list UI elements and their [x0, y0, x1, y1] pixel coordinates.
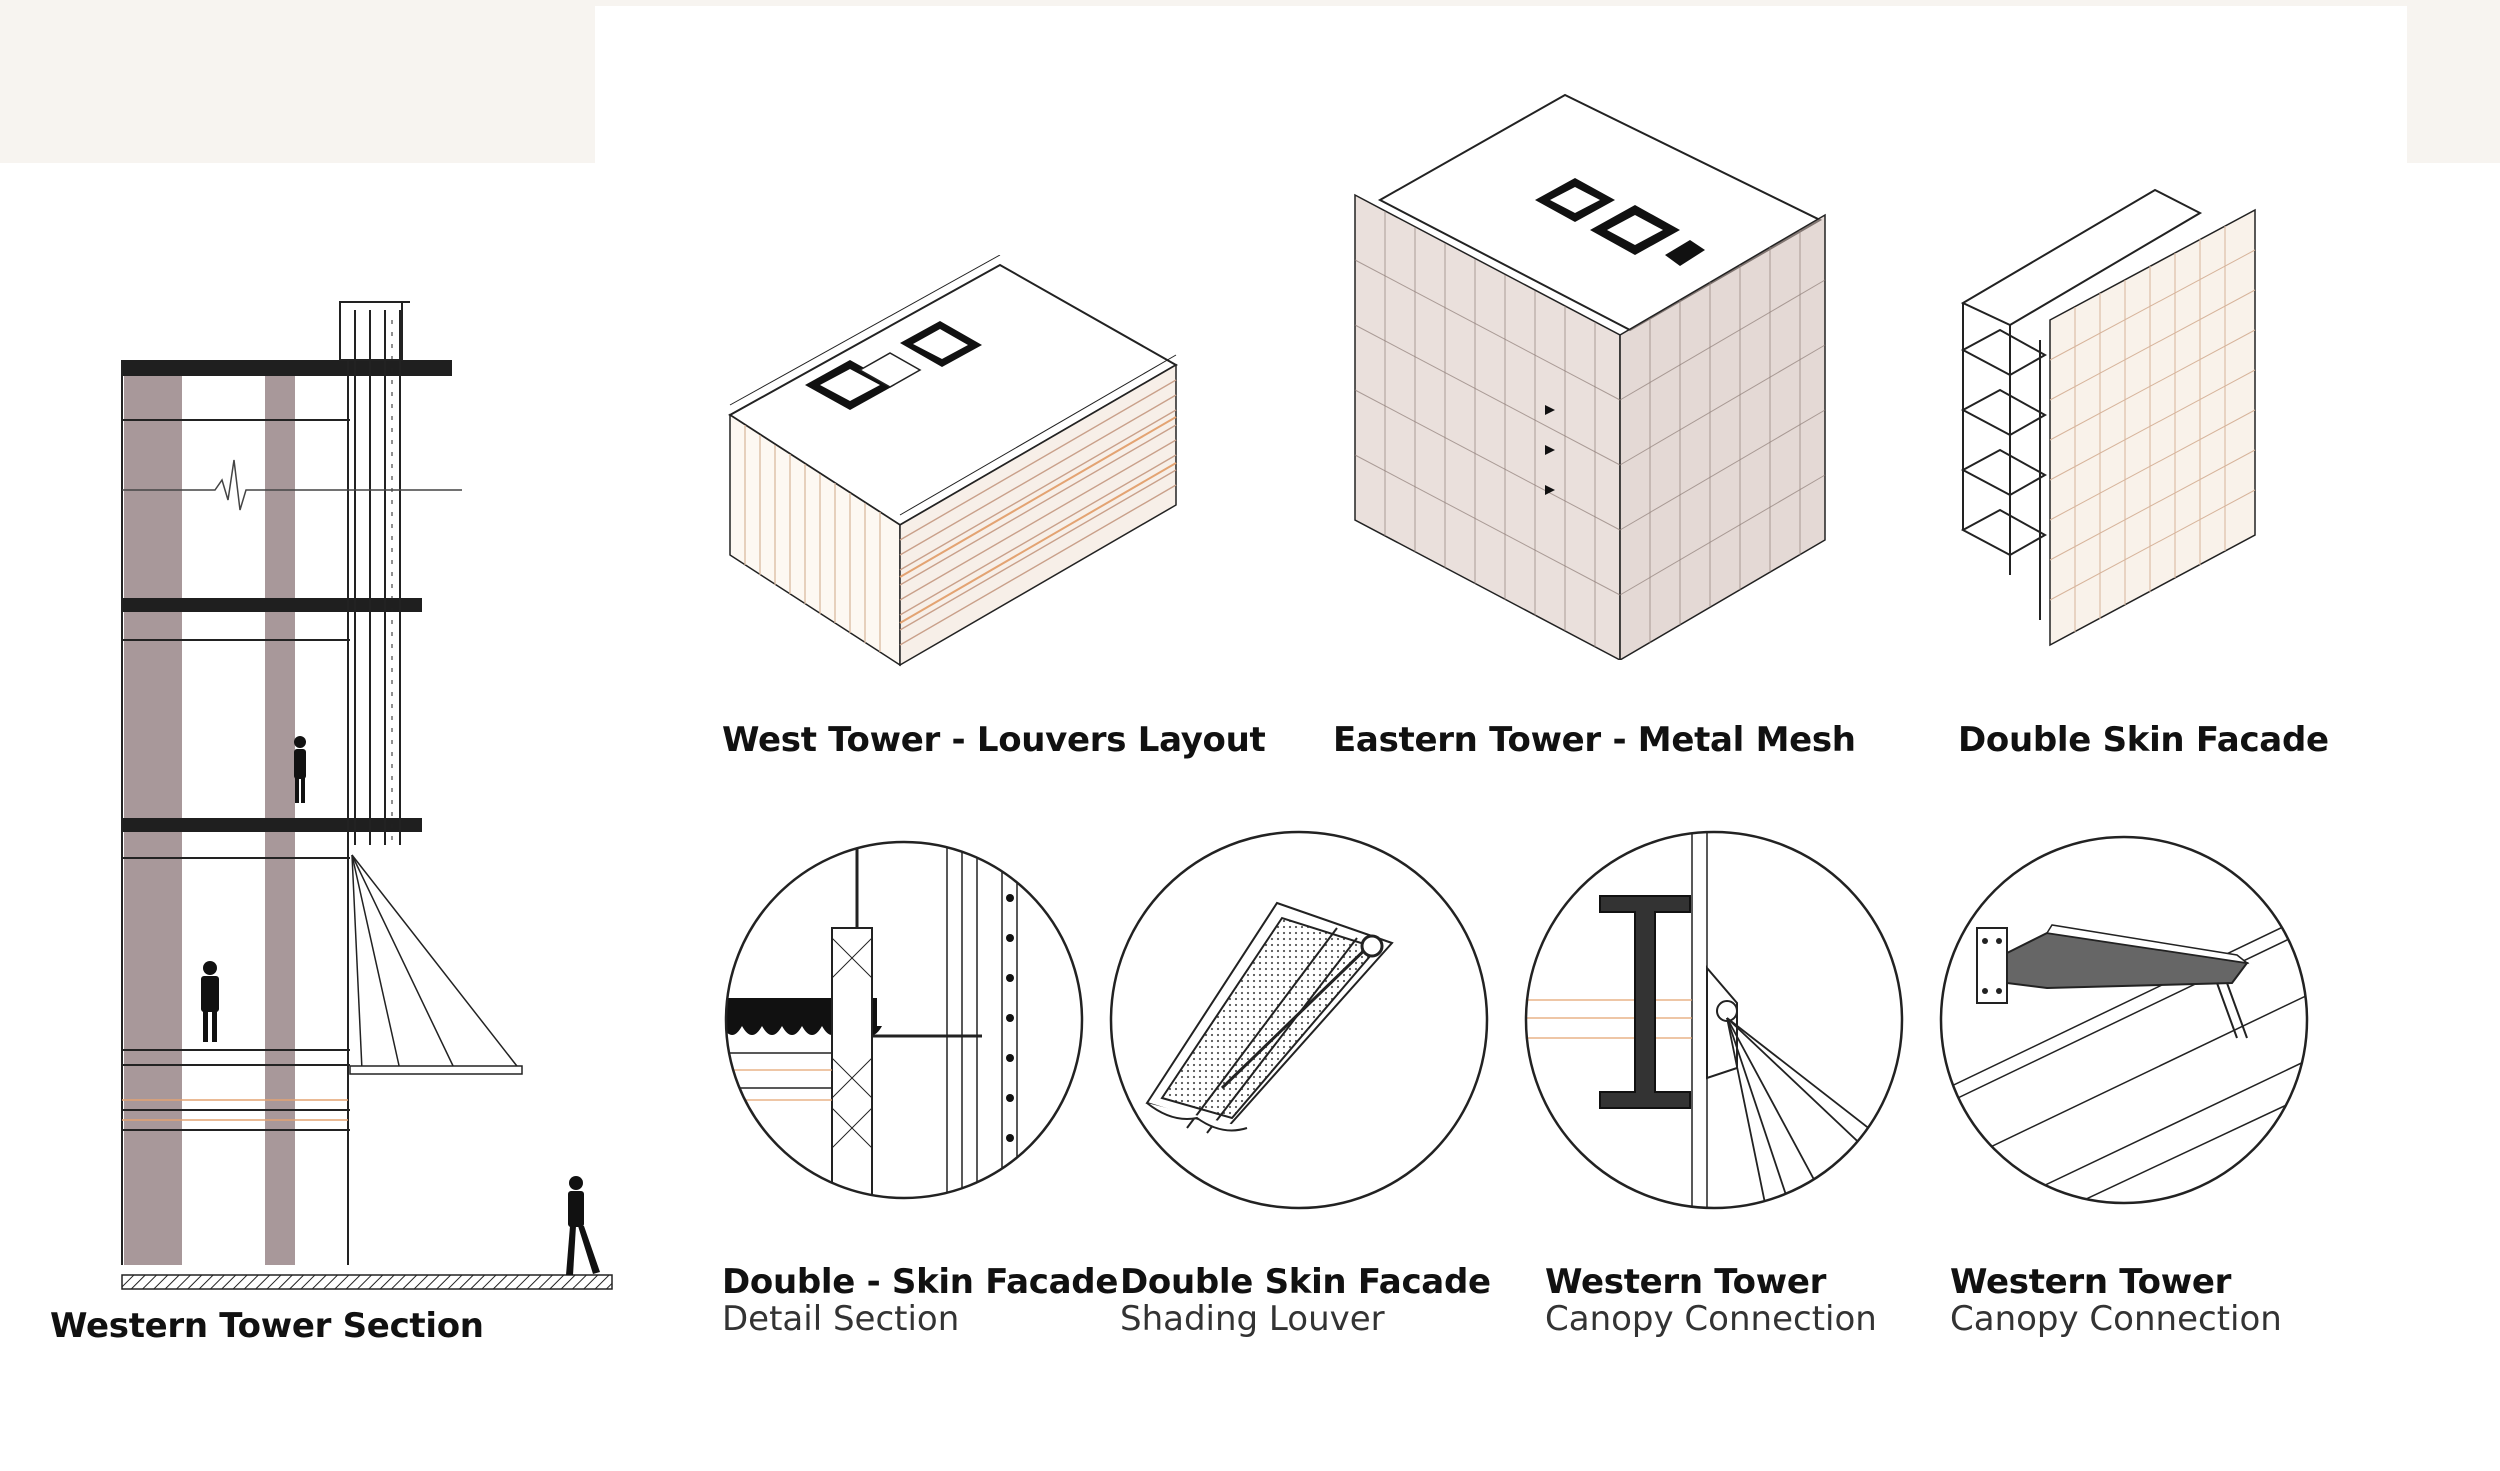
section-caption-title: Western Tower Section — [50, 1306, 484, 1346]
bracket-plate — [1976, 927, 2008, 1004]
section-ground — [121, 1274, 613, 1290]
double-skin-screen — [2049, 208, 2256, 647]
detail-3-caption: Western Tower Canopy Connection — [1545, 1262, 1877, 1340]
detail-1-subtitle: Detail Section — [722, 1299, 960, 1340]
double-skin-iso-caption: Double Skin Facade — [1958, 720, 2329, 760]
detail-2-caption: Double Skin Facade Shading Louver — [1120, 1262, 1491, 1340]
louver-lines-left — [744, 425, 881, 652]
detail-2-subtitle: Shading Louver — [1120, 1299, 1385, 1340]
detail-3-title: Western Tower — [1545, 1262, 1827, 1302]
detail-section-circle — [722, 838, 1087, 1203]
detail-3-subtitle: Canopy Connection — [1545, 1299, 1877, 1340]
section-floor-lines — [121, 360, 350, 1265]
west-louvers-caption-title: West Tower - Louvers Layout — [722, 720, 1266, 760]
section-caption: Western Tower Section — [50, 1306, 484, 1346]
mesh-grid-right — [1619, 230, 1826, 643]
louver-blade — [1145, 901, 1394, 1134]
west-tower-louvers-drawing — [720, 255, 1190, 675]
top-band-left — [0, 0, 595, 163]
top-band-strip — [595, 0, 2407, 6]
mesh-grid-left — [1354, 211, 1621, 647]
detail-4-caption: Western Tower Canopy Connection — [1950, 1262, 2282, 1340]
person-icon — [566, 1176, 600, 1275]
detail-4-subtitle: Canopy Connection — [1950, 1299, 2282, 1340]
person-icon — [201, 961, 219, 1042]
east-mesh-caption: Eastern Tower - Metal Mesh — [1333, 720, 1856, 760]
section-column-right — [265, 360, 295, 1265]
canopy-connection-circle-1 — [1522, 828, 1907, 1213]
western-tower-section-drawing — [100, 290, 620, 1300]
double-skin-roof — [1960, 188, 2203, 327]
double-skin-iso-drawing — [1955, 185, 2260, 650]
west-louvers-caption: West Tower - Louvers Layout — [722, 720, 1266, 760]
east-mesh-caption-title: Eastern Tower - Metal Mesh — [1333, 720, 1856, 760]
person-icon — [294, 736, 306, 803]
double-skin-iso-caption-title: Double Skin Facade — [1958, 720, 2329, 760]
double-skin-screen-lines — [2049, 226, 2256, 632]
louver-lines-right — [899, 379, 1177, 646]
section-break-line — [122, 459, 462, 511]
detail-4-title: Western Tower — [1950, 1262, 2232, 1302]
detail-1-caption: Double - Skin Facade Detail Section — [722, 1262, 1119, 1340]
double-skin-slabs — [1960, 328, 2048, 557]
detail-1-title: Double - Skin Facade — [722, 1262, 1119, 1302]
eastern-tower-mesh-drawing — [1345, 70, 1835, 660]
section-facade — [339, 301, 410, 845]
canopy-connection-circle-2 — [1937, 833, 2312, 1208]
detail-2-title: Double Skin Facade — [1120, 1262, 1491, 1302]
shading-louver-circle — [1107, 828, 1492, 1213]
section-column-left — [124, 360, 182, 1265]
section-canopy — [349, 854, 523, 1075]
top-band-right — [2407, 0, 2500, 163]
i-beam — [1599, 895, 1691, 1109]
